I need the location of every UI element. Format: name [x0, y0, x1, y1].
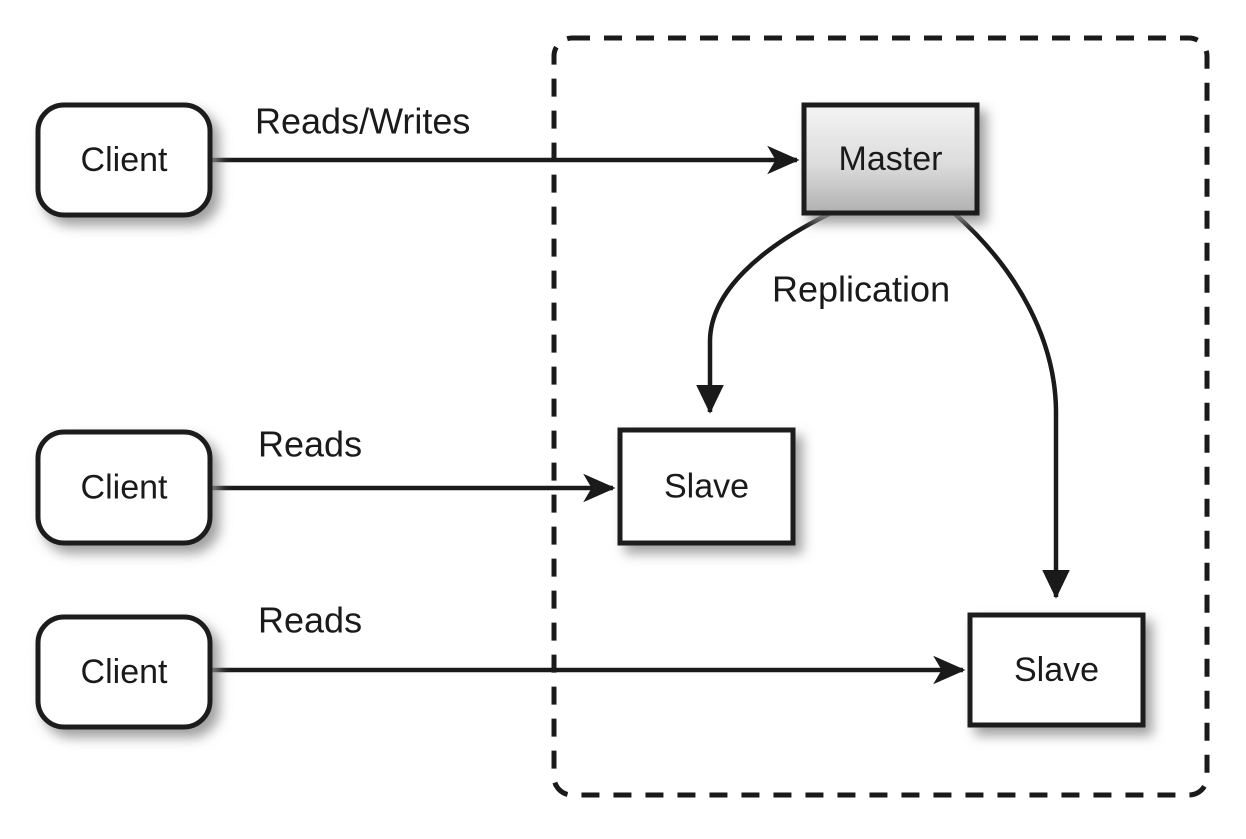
- node-client-bottom[interactable]: Client: [35, 614, 213, 730]
- node-slave-middle[interactable]: Slave: [617, 427, 796, 546]
- edge-master-to-slave-bottom: [953, 212, 1070, 599]
- edge-layer: [210, 145, 1070, 685]
- node-label-client-top: Client: [81, 141, 168, 179]
- edge-label-layer: Reads/Writes Replication Reads Reads: [255, 101, 950, 641]
- node-master[interactable]: Master: [801, 102, 980, 216]
- edge-label-reads-middle: Reads: [258, 424, 362, 465]
- edge-label-reads-writes: Reads/Writes: [255, 101, 470, 142]
- node-client-middle[interactable]: Client: [35, 429, 213, 546]
- node-label-client-middle: Client: [81, 468, 168, 506]
- node-label-slave-middle: Slave: [664, 467, 749, 505]
- node-client-top[interactable]: Client: [35, 102, 213, 218]
- node-slave-bottom[interactable]: Slave: [967, 612, 1146, 728]
- node-label-master: Master: [839, 140, 943, 178]
- edge-master-to-slave-middle: [696, 211, 830, 414]
- edge-label-reads-bottom: Reads: [258, 600, 362, 641]
- node-label-slave-bottom: Slave: [1014, 651, 1099, 689]
- edge-label-replication: Replication: [772, 269, 950, 310]
- node-label-client-bottom: Client: [81, 653, 168, 691]
- replication-cluster-boundary: [551, 35, 1210, 798]
